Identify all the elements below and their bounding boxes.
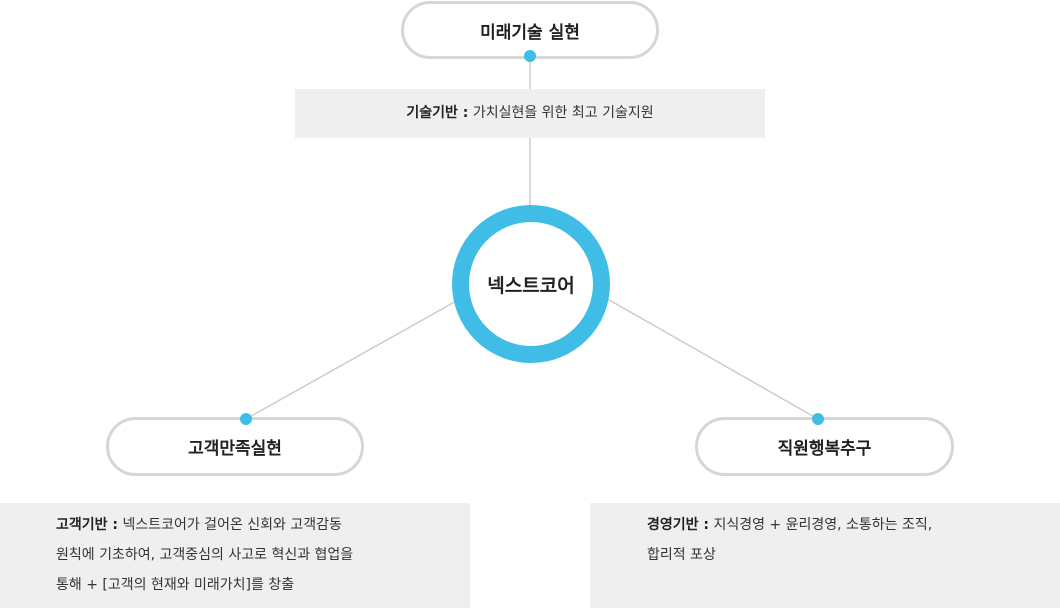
right-node: 직원행복추구 — [695, 417, 954, 476]
top-node-dot — [524, 50, 536, 62]
right-node-dot — [812, 413, 824, 425]
center-node: 넥스트코어 — [452, 205, 610, 363]
right-description-box: 경영기반 : 지식경영 + 윤리경영, 소통하는 조직, 합리적 포상 — [590, 503, 1060, 608]
top-description-label: 기술기반 : — [406, 105, 469, 121]
top-description-text: 가치실현을 위한 최고 기술지원 — [472, 105, 654, 121]
center-node-title: 넥스트코어 — [487, 274, 575, 297]
top-description-box: 기술기반 : 가치실현을 위한 최고 기술지원 — [295, 89, 765, 138]
left-description-line-1: 고객기반 : 넥스트코어가 걸어온 신회와 고객감동 — [56, 517, 342, 533]
connector-left — [245, 299, 459, 420]
right-node-title: 직원행복추구 — [777, 439, 872, 459]
top-node: 미래기술 실현 — [401, 1, 659, 59]
connector-right — [603, 296, 819, 420]
right-description-line-2: 합리적 포상 — [647, 547, 716, 563]
top-node-title: 미래기술 실현 — [480, 22, 580, 43]
left-description-line-2: 원칙에 기초하여, 고객중심의 사고로 혁신과 협업을 — [56, 547, 354, 563]
left-node-dot — [240, 413, 252, 425]
left-description-box: 고객기반 : 넥스트코어가 걸어온 신회와 고객감동 원칙에 기초하여, 고객중… — [0, 503, 470, 608]
left-node-title: 고객만족실현 — [188, 439, 282, 459]
left-node: 고객만족실현 — [106, 417, 364, 476]
left-description-label: 고객기반 : — [56, 517, 118, 533]
right-description-line-1: 경영기반 : 지식경영 + 윤리경영, 소통하는 조직, — [647, 517, 933, 533]
right-description-label: 경영기반 : — [647, 517, 709, 533]
left-description-line-3: 통해 + [고객의 현재와 미래가치]를 창출 — [56, 577, 295, 593]
